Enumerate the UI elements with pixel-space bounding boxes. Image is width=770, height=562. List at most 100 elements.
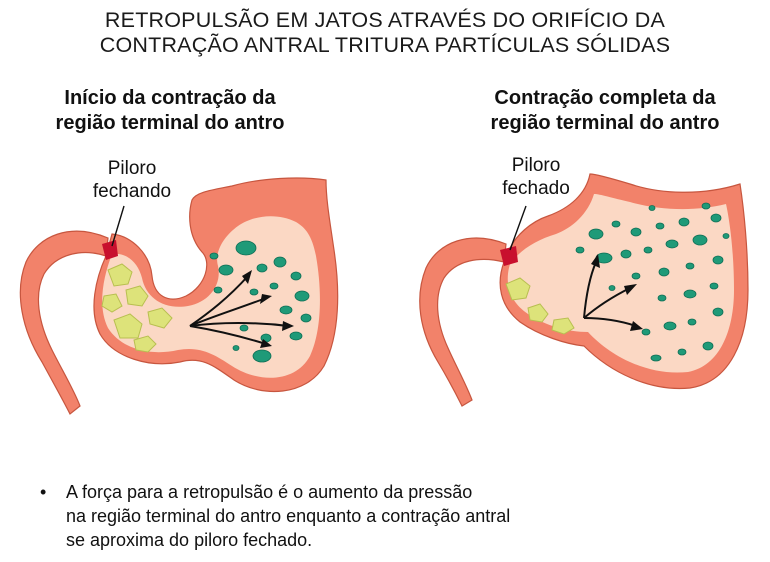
right-pylorus-label-line-1: Piloro: [511, 155, 561, 176]
fine-particle: [648, 205, 656, 211]
fine-particle: [643, 246, 653, 254]
solid-particle: [101, 293, 123, 313]
arrowhead: [591, 254, 600, 268]
left-retropulsion-arrows: [189, 275, 289, 345]
arrowhead: [282, 321, 294, 331]
arrowhead: [242, 270, 252, 284]
fine-particle: [710, 213, 722, 223]
fine-particle: [687, 318, 697, 326]
left-pylorus-label-line-1: Piloro: [107, 158, 157, 179]
fine-particle: [235, 240, 257, 256]
left-panel-title: Início da contração da região terminal d…: [20, 86, 320, 136]
fine-particle: [631, 272, 641, 280]
fine-particle: [239, 324, 249, 332]
fine-particle: [300, 313, 312, 323]
fine-particle: [663, 321, 677, 331]
fine-particle: [630, 227, 642, 237]
fine-particle: [289, 331, 303, 341]
fine-particle: [575, 246, 585, 254]
fine-particle: [712, 255, 724, 265]
left-panel-title-line-1: Início da contração da: [64, 87, 276, 109]
fine-particle: [209, 252, 219, 260]
left-stomach-diagram: [19, 177, 339, 415]
arrow: [189, 322, 289, 327]
fine-particle: [269, 282, 279, 290]
right-stomach-diagram: [419, 173, 749, 407]
arrowhead: [630, 321, 643, 331]
figure-title: RETROPULSÃO EM JATOS ATRAVÉS DO ORIFÍCIO…: [0, 8, 770, 58]
left-solid-particles: [101, 263, 173, 353]
fine-particle: [294, 290, 310, 302]
fine-particle: [249, 288, 259, 296]
solid-particle: [125, 285, 149, 307]
arrowhead: [260, 339, 272, 348]
right-pylorus-label: Piloro fechado: [476, 154, 596, 200]
fine-particle: [678, 217, 690, 227]
fine-particle: [256, 263, 268, 273]
right-pylorus-mark: [500, 246, 518, 266]
fine-particle: [611, 220, 621, 228]
fine-particle: [232, 345, 240, 351]
solid-particle: [505, 277, 531, 301]
left-pylorus-label-line-2: fechando: [92, 181, 172, 202]
fine-particle: [588, 228, 604, 240]
fine-particle: [712, 307, 724, 317]
fine-particle: [279, 305, 293, 315]
fine-particle: [650, 354, 662, 362]
arrowhead: [624, 284, 637, 295]
note-text: A força para a retropulsão é o aumento d…: [66, 480, 686, 552]
arrow: [189, 325, 267, 345]
left-label-pointer: [111, 205, 125, 247]
right-pylorus-label-line-2: fechado: [502, 178, 570, 199]
solid-particle: [527, 303, 549, 323]
arrow: [583, 261, 597, 319]
fine-particle: [620, 249, 632, 259]
bullet-point: •: [40, 482, 47, 502]
note-line-1: A força para a retropulsão é o aumento d…: [66, 482, 473, 502]
fine-particle: [213, 286, 223, 294]
fine-particle: [252, 349, 272, 363]
fine-particle: [683, 289, 697, 299]
fine-particle: [685, 262, 695, 270]
fine-particle: [290, 271, 302, 281]
fine-particle: [218, 264, 234, 276]
solid-particle: [113, 313, 143, 339]
right-panel-title-line-1: Contração completa da: [494, 87, 716, 109]
right-panel-title: Contração completa da região terminal do…: [440, 86, 770, 136]
left-pylorus-label: Piloro fechando: [72, 157, 192, 203]
left-fine-particles: [209, 240, 312, 363]
fine-particle: [722, 233, 730, 239]
fine-particle: [709, 282, 719, 290]
arrow: [583, 317, 637, 327]
solid-particle: [107, 263, 133, 287]
fine-particle: [608, 285, 616, 291]
fine-particle: [677, 348, 687, 356]
fine-particle: [273, 256, 287, 268]
right-arrowheads: [591, 254, 643, 331]
arrow: [189, 297, 267, 327]
arrowhead: [260, 294, 272, 304]
right-label-pointer: [509, 205, 527, 251]
figure-title-line-1: RETROPULSÃO EM JATOS ATRAVÉS DO ORIFÍCIO…: [104, 8, 666, 32]
note-line-3: se aproxima do piloro fechado.: [66, 530, 313, 550]
fine-particle: [658, 267, 670, 277]
solid-particle: [147, 307, 173, 329]
fine-particle: [641, 328, 651, 336]
fine-particle: [701, 202, 711, 210]
left-panel-title-line-2: região terminal do antro: [55, 112, 285, 134]
figure-title-line-2: CONTRAÇÃO ANTRAL TRITURA PARTÍCULAS SÓLI…: [99, 33, 671, 57]
fine-particle: [655, 222, 665, 230]
arrow: [189, 275, 249, 327]
fine-particle: [665, 239, 679, 249]
right-solid-particles: [505, 277, 575, 335]
solid-particle: [551, 317, 575, 335]
solid-particle: [133, 335, 157, 353]
right-fine-particles: [575, 202, 730, 362]
right-duodenum: [419, 237, 507, 407]
left-duodenum: [19, 230, 109, 415]
fine-particle: [657, 294, 667, 302]
note-line-2: na região terminal do antro enquanto a c…: [66, 506, 511, 526]
right-panel-title-line-2: região terminal do antro: [490, 112, 720, 134]
fine-particle: [692, 234, 708, 246]
